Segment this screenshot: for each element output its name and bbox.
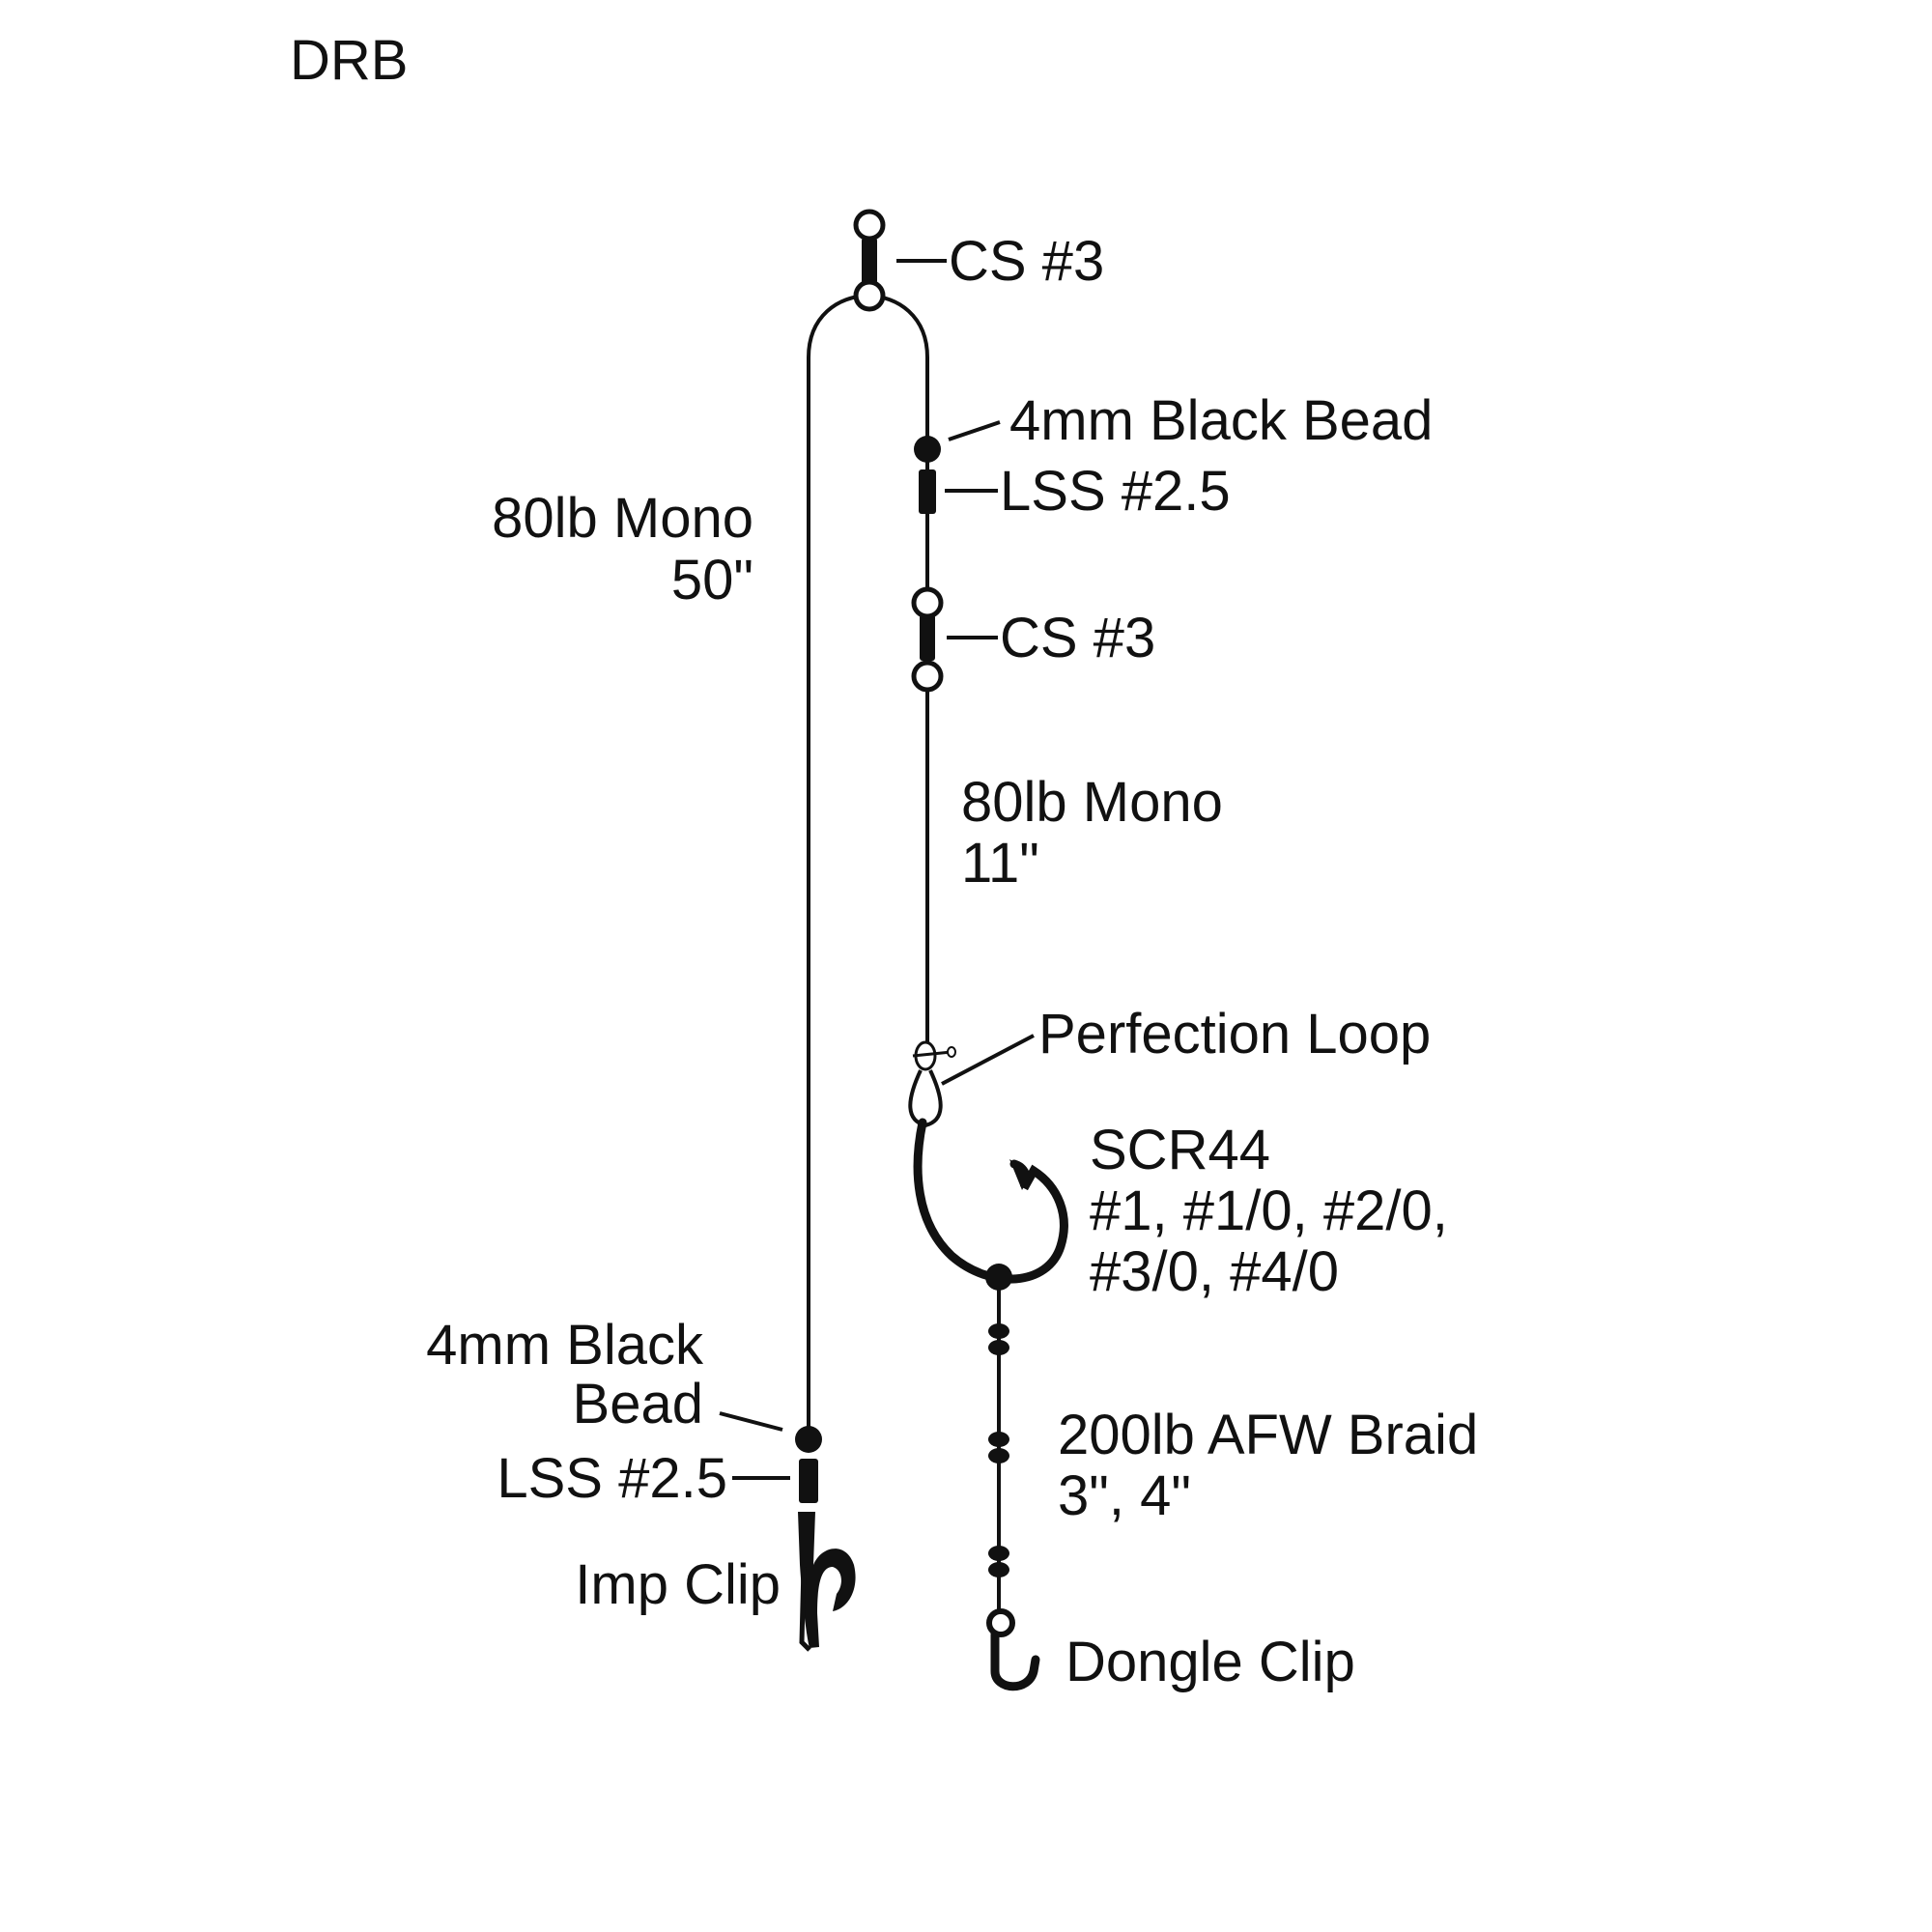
label-right-sleeve: LSS #2.5: [1000, 460, 1231, 523]
right-black-bead: [914, 436, 941, 463]
braid-knot: [988, 1432, 1009, 1447]
diagram-title: DRB: [290, 29, 408, 92]
circle-hook: [913, 1118, 1068, 1284]
label-perfection-loop: Perfection Loop: [1038, 1003, 1431, 1065]
label-hook-2: #1, #1/0, #2/0,: [1090, 1179, 1448, 1242]
braid-knot: [988, 1546, 1009, 1561]
braid-knot: [988, 1448, 1009, 1463]
braid-knot: [988, 1340, 1009, 1355]
label-braid-2: 3", 4": [1058, 1464, 1191, 1527]
label-right-bead: 4mm Black Bead: [1009, 389, 1433, 452]
label-left-bead-1: 4mm Black: [426, 1314, 704, 1377]
right-sleeve: [919, 469, 936, 514]
label-right-mono-2: 11": [961, 832, 1039, 895]
braid-knot: [985, 1264, 1012, 1291]
label-dongle-clip: Dongle Clip: [1065, 1631, 1355, 1693]
braid-knot: [988, 1562, 1009, 1577]
left-black-bead: [795, 1426, 822, 1453]
dongle-clip: [986, 1608, 1040, 1691]
label-right-mono-1: 80lb Mono: [961, 771, 1223, 834]
label-mid-swivel: CS #3: [1000, 607, 1155, 669]
label-hook-3: #3/0, #4/0: [1090, 1240, 1339, 1303]
imp-clip: [798, 1512, 856, 1652]
label-left-mono-1: 80lb Mono: [492, 487, 753, 550]
label-braid-1: 200lb AFW Braid: [1058, 1404, 1478, 1466]
top-swivel: [853, 209, 886, 312]
label-left-sleeve: LSS #2.5: [497, 1447, 727, 1510]
left-sleeve: [799, 1459, 818, 1503]
hook-point-icon: [1009, 1159, 1032, 1190]
perfection-loop: [908, 1040, 956, 1128]
label-imp-clip: Imp Clip: [575, 1553, 781, 1616]
mid-swivel: [911, 586, 944, 693]
label-left-mono-2: 50": [671, 549, 753, 611]
label-hook-1: SCR44: [1090, 1119, 1270, 1181]
label-left-bead-2: Bead: [573, 1373, 703, 1435]
braid-knot: [988, 1323, 1009, 1339]
mono-50-line: [807, 294, 929, 1439]
label-top-swivel: CS #3: [949, 230, 1104, 293]
